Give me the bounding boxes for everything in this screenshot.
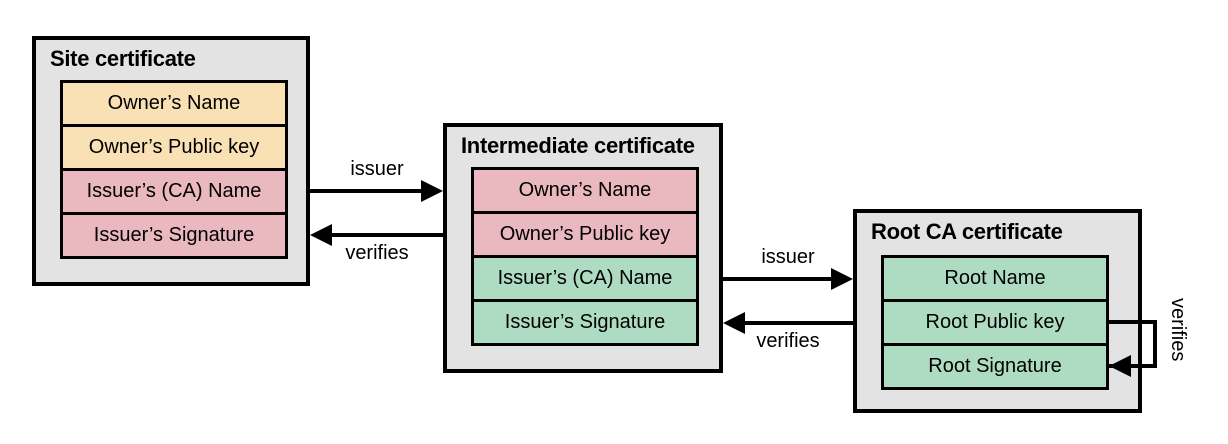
verifies-arrow-intermediate-to-site-line xyxy=(331,233,443,237)
verifies-arrow-intermediate-to-site-label: verifies xyxy=(345,242,409,264)
intermediate-certificate-box: Intermediate certificate Owner’s Name Ow… xyxy=(443,123,723,373)
root-field-root-signature: Root Signature xyxy=(881,343,1109,390)
verifies-arrow-root-to-intermediate-label: verifies xyxy=(756,330,820,352)
arrow-head-left-icon xyxy=(1109,355,1131,377)
intermediate-field-owners-name: Owner’s Name xyxy=(471,167,699,214)
root-ca-certificate-title: Root CA certificate xyxy=(871,219,1063,244)
root-ca-certificate-box: Root CA certificate Root Name Root Publi… xyxy=(853,209,1142,413)
issuer-arrow-intermediate-to-root-line xyxy=(723,277,832,281)
self-verifies-loop-root-line xyxy=(1107,320,1157,368)
verifies-arrow-root-to-intermediate-line xyxy=(744,321,853,325)
intermediate-field-owners-public-key: Owner’s Public key xyxy=(471,211,699,258)
arrow-head-left-icon xyxy=(310,224,332,246)
issuer-arrow-site-to-intermediate-line xyxy=(310,189,422,193)
site-field-owners-name: Owner’s Name xyxy=(60,80,288,127)
site-field-owners-public-key: Owner’s Public key xyxy=(60,124,288,171)
intermediate-field-issuers-signature: Issuer’s Signature xyxy=(471,299,699,346)
root-field-root-public-key: Root Public key xyxy=(881,299,1109,346)
site-field-issuers-signature: Issuer’s Signature xyxy=(60,212,288,259)
intermediate-certificate-title: Intermediate certificate xyxy=(461,133,695,158)
root-field-root-name: Root Name xyxy=(881,255,1109,302)
site-field-issuers-ca-name: Issuer’s (CA) Name xyxy=(60,168,288,215)
root-ca-certificate-fields: Root Name Root Public key Root Signature xyxy=(881,255,1109,390)
site-certificate-box: Site certificate Owner’s Name Owner’s Pu… xyxy=(32,36,310,286)
issuer-arrow-site-to-intermediate-label: issuer xyxy=(350,158,404,180)
self-verifies-loop-root-label: verifies xyxy=(1167,298,1189,362)
site-certificate-title: Site certificate xyxy=(50,46,196,71)
arrow-head-left-icon xyxy=(723,312,745,334)
issuer-arrow-intermediate-to-root-label: issuer xyxy=(761,246,815,268)
intermediate-field-issuers-ca-name: Issuer’s (CA) Name xyxy=(471,255,699,302)
arrow-head-right-icon xyxy=(421,180,443,202)
site-certificate-fields: Owner’s Name Owner’s Public key Issuer’s… xyxy=(60,80,288,259)
arrow-head-right-icon xyxy=(831,268,853,290)
intermediate-certificate-fields: Owner’s Name Owner’s Public key Issuer’s… xyxy=(471,167,699,346)
